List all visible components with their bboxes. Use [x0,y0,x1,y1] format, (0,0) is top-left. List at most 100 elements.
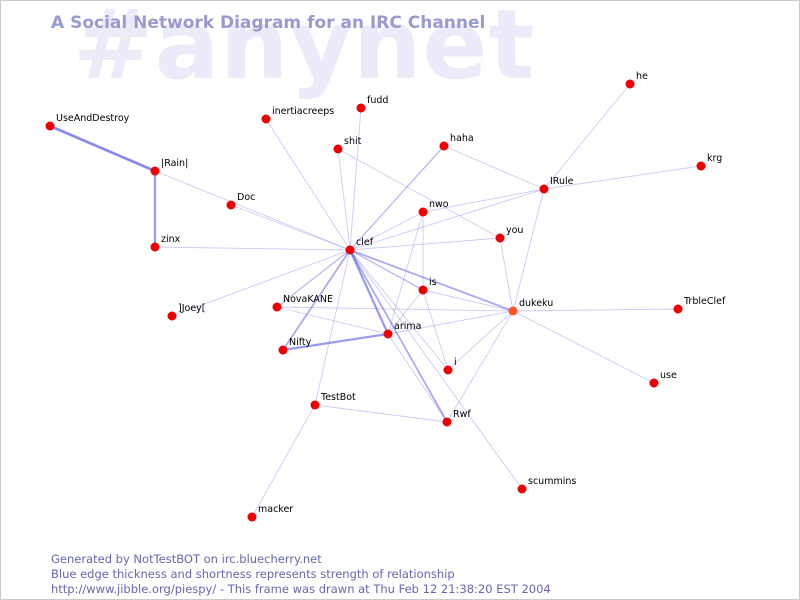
node-label: Doc [237,192,255,203]
node-clef: clef [345,237,374,255]
edge-joey-clef [171,249,351,317]
node-dot [45,121,55,131]
edge-clef-is [349,249,424,291]
node-fudd: fudd [356,95,388,113]
node-dot [517,484,527,494]
node-dot [649,378,659,388]
node-dot [443,365,453,375]
edge-clef-dukeku [349,249,514,312]
edge-clef-rwf [349,249,448,423]
node-label: NovaKANE [283,294,333,305]
edge-clef-testbot [314,249,351,406]
node-label: arima [394,321,421,332]
node-label: UseAndDestroy [56,113,130,124]
node-macker: macker [247,504,293,522]
node-shit: shit [333,136,362,154]
node-label: IRule [550,176,574,187]
node-label: Rwf [453,409,471,420]
node-he: he [625,71,648,89]
edge-you-dukeku [499,237,514,312]
node-label: haha [450,133,474,144]
node-dot [167,311,177,321]
node-dot [272,302,282,312]
node-dot [383,329,393,339]
node-nifty: Nifty [278,337,312,355]
edge-rain-clef [154,170,351,251]
node-dot [442,417,452,427]
node-label: shit [344,136,362,147]
node-dot [150,242,160,252]
footer: Generated by NotTestBOT on irc.bluecherr… [51,552,551,597]
node-dot [261,114,271,124]
node-dot [696,161,706,171]
node-label: i [454,357,457,368]
edge-dukeku-trbleclef [512,308,679,312]
edge-clef-scummins [349,249,523,490]
node-label: you [506,225,523,236]
edge-you-clef [349,237,501,251]
node-label: macker [258,504,293,515]
node-trbleclef: TrbleClef [673,296,726,314]
node-label: is [429,277,437,288]
node-dot [278,345,288,355]
edge-clef-i [349,249,449,371]
node-dot [673,304,683,314]
node-label: scummins [528,476,576,487]
node-label: nwo [429,199,449,210]
node-dot [439,141,449,151]
node-is: is [418,277,437,295]
node-you: you [495,225,523,243]
node-label: he [636,71,648,82]
node-dot [356,103,366,113]
channel-watermark: #anynet [73,0,536,101]
edge-testbot-macker [251,404,316,518]
edge-is-i [422,289,449,371]
node-dukeku: dukeku [508,298,553,316]
edge-irule-dukeku [512,188,545,312]
node-scummins: scummins [517,476,576,494]
node-dot [495,233,505,243]
node-useanddestroy: UseAndDestroy [45,113,130,131]
footer-generated-by: Generated by NotTestBOT on irc.bluecherr… [51,552,322,566]
node-label: |Rain| [161,158,188,169]
node-zinx: zinx [150,234,181,252]
node-inertiacreeps: inertiacreeps [261,106,334,124]
node-label: fudd [367,95,388,106]
edge-zinx-clef [154,246,351,251]
edge-clef-novakane [276,249,351,308]
footer-url-timestamp: http://www.jibble.org/piespy/ - This fra… [51,582,551,596]
node-joey: ]Joey[ [167,303,206,321]
node-arima: arima [383,321,421,339]
node-novakane: NovaKANE [272,294,333,312]
node-i: i [443,357,457,375]
edge-haha-irule [443,145,545,190]
edge-novakane-arima [276,306,389,335]
node-label: krg [707,153,722,164]
edge-useanddestroy-rain [49,124,156,173]
edge-irule-nwo [422,188,545,213]
edge-doc-clef [230,204,351,251]
node-label: zinx [161,234,181,245]
edge-haha-clef [349,145,445,251]
edge-nwo-arima [387,211,424,335]
edge-clef-nifty [282,249,351,351]
node-label: clef [356,237,374,248]
node-rain: |Rain| [150,158,188,176]
footer-legend-note: Blue edge thickness and shortness repres… [51,567,455,581]
node-irule: IRule [539,176,574,194]
nodes-layer: UseAndDestroy |Rain| zinx Doc inertiacreeps f… [45,71,726,522]
node-dot [345,245,355,255]
node-krg: krg [696,153,722,171]
edge-nwo-clef [349,211,424,251]
node-testbot: TestBot [310,392,356,410]
edges-layer [49,83,702,518]
edge-novakane-dukeku [276,306,514,312]
node-dot [333,144,343,154]
edge-irule-clef [349,188,545,251]
edge-inertiacreeps-clef [265,118,351,251]
node-dot [418,207,428,217]
node-rwf: Rwf [442,409,471,427]
edge-arima-nifty [282,332,389,352]
